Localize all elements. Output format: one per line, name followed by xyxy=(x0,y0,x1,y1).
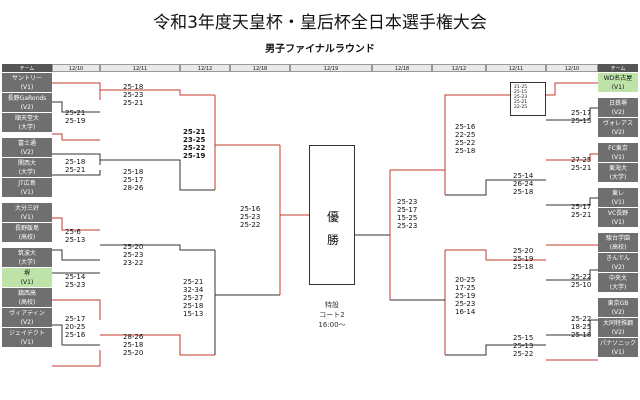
page-subtitle: 男子ファイナルラウンド xyxy=(265,44,375,55)
team-cell: 駿台学園(高校) xyxy=(598,233,638,253)
header-date: 12/18 xyxy=(230,64,290,72)
final-label: 優 xyxy=(326,210,339,224)
team-cell: 富士通(V2) xyxy=(2,138,52,158)
header-date: 12/10 xyxy=(546,64,598,72)
team-cell: パナソニック(V1) xyxy=(598,338,638,358)
team-cell: VC長野(V1) xyxy=(598,208,638,228)
header-date: 12/11 xyxy=(100,64,180,72)
team-cell: 日鉄堺(V2) xyxy=(598,98,638,118)
score-box: 21-25 25-15 25-23 25-21 22-25 xyxy=(510,82,546,116)
team-cell: 筑波大(大学) xyxy=(2,248,52,268)
header-date: 12/12 xyxy=(432,64,486,72)
team-cell-highlight: 堺(V1) xyxy=(2,268,52,288)
team-cell: 東海大(大学) xyxy=(598,163,638,183)
team-cell: FC東京(V1) xyxy=(598,143,638,163)
header-date: 12/18 xyxy=(372,64,432,72)
team-cell: サントリー(V1) xyxy=(2,73,52,93)
header-date: 12/12 xyxy=(180,64,230,72)
team-cell: 大分三好(V1) xyxy=(2,203,52,223)
team-cell: ヴォレアス(V2) xyxy=(598,118,638,138)
team-cell: ジェイテクト(V1) xyxy=(2,328,52,348)
header-date: 12/11 xyxy=(486,64,546,72)
team-cell: JT広島(V1) xyxy=(2,178,52,198)
team-cell: ヴィアティン(V2) xyxy=(2,308,52,328)
header-date: 12/19 xyxy=(290,64,372,72)
team-cell: 長野飯島(高校) xyxy=(2,223,52,243)
team-cell: 順天堂大(大学) xyxy=(2,113,52,133)
header-team-left: チーム xyxy=(2,64,52,72)
team-cell: 東京GB(V2) xyxy=(598,298,638,318)
final-info: 特設 コート2 16:00～ xyxy=(318,301,346,329)
team-cell-highlight: WD名古屋(V1) xyxy=(598,73,638,93)
page-title: 令和3年度天皇杯・皇后杯全日本選手権大会 xyxy=(153,13,487,33)
final-label: 勝 xyxy=(326,233,339,247)
team-cell: 関西大(大学) xyxy=(2,158,52,178)
header-date: 12/10 xyxy=(52,64,100,72)
team-cell: 鎮西高(高校) xyxy=(2,288,52,308)
team-cell: 東レ(V1) xyxy=(598,188,638,208)
final-box: 優 勝 xyxy=(309,145,355,285)
team-cell: 大同特殊鋼(V2) xyxy=(598,318,638,338)
team-cell: 長野GaRonds(V2) xyxy=(2,93,52,113)
team-cell: きんでん(V2) xyxy=(598,253,638,273)
team-cell: 中央大(大学) xyxy=(598,273,638,293)
header-team-right: チーム xyxy=(598,64,638,72)
